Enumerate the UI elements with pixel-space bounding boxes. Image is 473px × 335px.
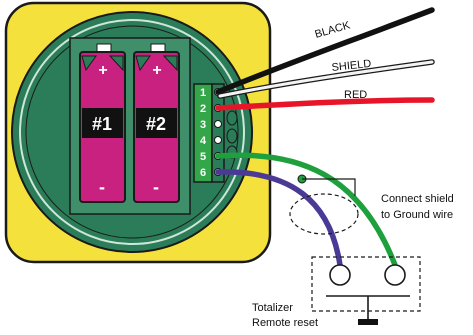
terminal-number-1: 1	[200, 87, 206, 99]
battery-2: + #2 -	[133, 43, 180, 203]
battery-1-label-bg	[82, 108, 123, 138]
circuit-board-ring	[19, 19, 245, 245]
reset-switch-box	[311, 256, 421, 312]
terminal-number-2: 2	[200, 103, 206, 115]
battery-2-plus: +	[152, 62, 161, 79]
black-wire-label: BLACK	[314, 19, 353, 41]
battery-1: + #1 -	[79, 43, 126, 203]
terminal-number-5: 5	[200, 151, 206, 163]
black-wire	[215, 7, 435, 95]
battery-1-plus: +	[98, 62, 107, 79]
circuit-board-ring-inner	[25, 25, 239, 239]
shield-wire-label: SHIELD	[331, 58, 372, 74]
battery-2-minus: -	[153, 177, 159, 197]
battery-1-label: #1	[92, 114, 112, 134]
switch-label-line-2: Remote reset	[252, 317, 318, 329]
green-wire	[215, 152, 398, 268]
terminal-number-6: 6	[200, 167, 206, 179]
purple-wire	[215, 169, 343, 268]
switch-button	[358, 319, 378, 325]
switch-terminal-right	[384, 264, 406, 286]
annotation-line-1: Connect shield	[381, 193, 454, 205]
switch-label-line-1: Totalizer	[252, 302, 293, 314]
terminal-number-3: 3	[200, 119, 206, 131]
annotation-line-2: to Ground wire	[381, 209, 453, 221]
terminal-number-4: 4	[200, 135, 207, 147]
shield-connection-callout	[289, 193, 359, 235]
battery-2-label-bg	[136, 108, 177, 138]
battery-2-label: #2	[146, 114, 166, 134]
ground-tie	[297, 174, 356, 196]
battery-1-minus: -	[99, 177, 105, 197]
terminal-components	[226, 110, 238, 159]
shield-wire-core	[218, 60, 434, 98]
red-wire	[215, 97, 435, 111]
red-wire-label: RED	[344, 89, 367, 101]
switch-terminal-left	[329, 264, 351, 286]
